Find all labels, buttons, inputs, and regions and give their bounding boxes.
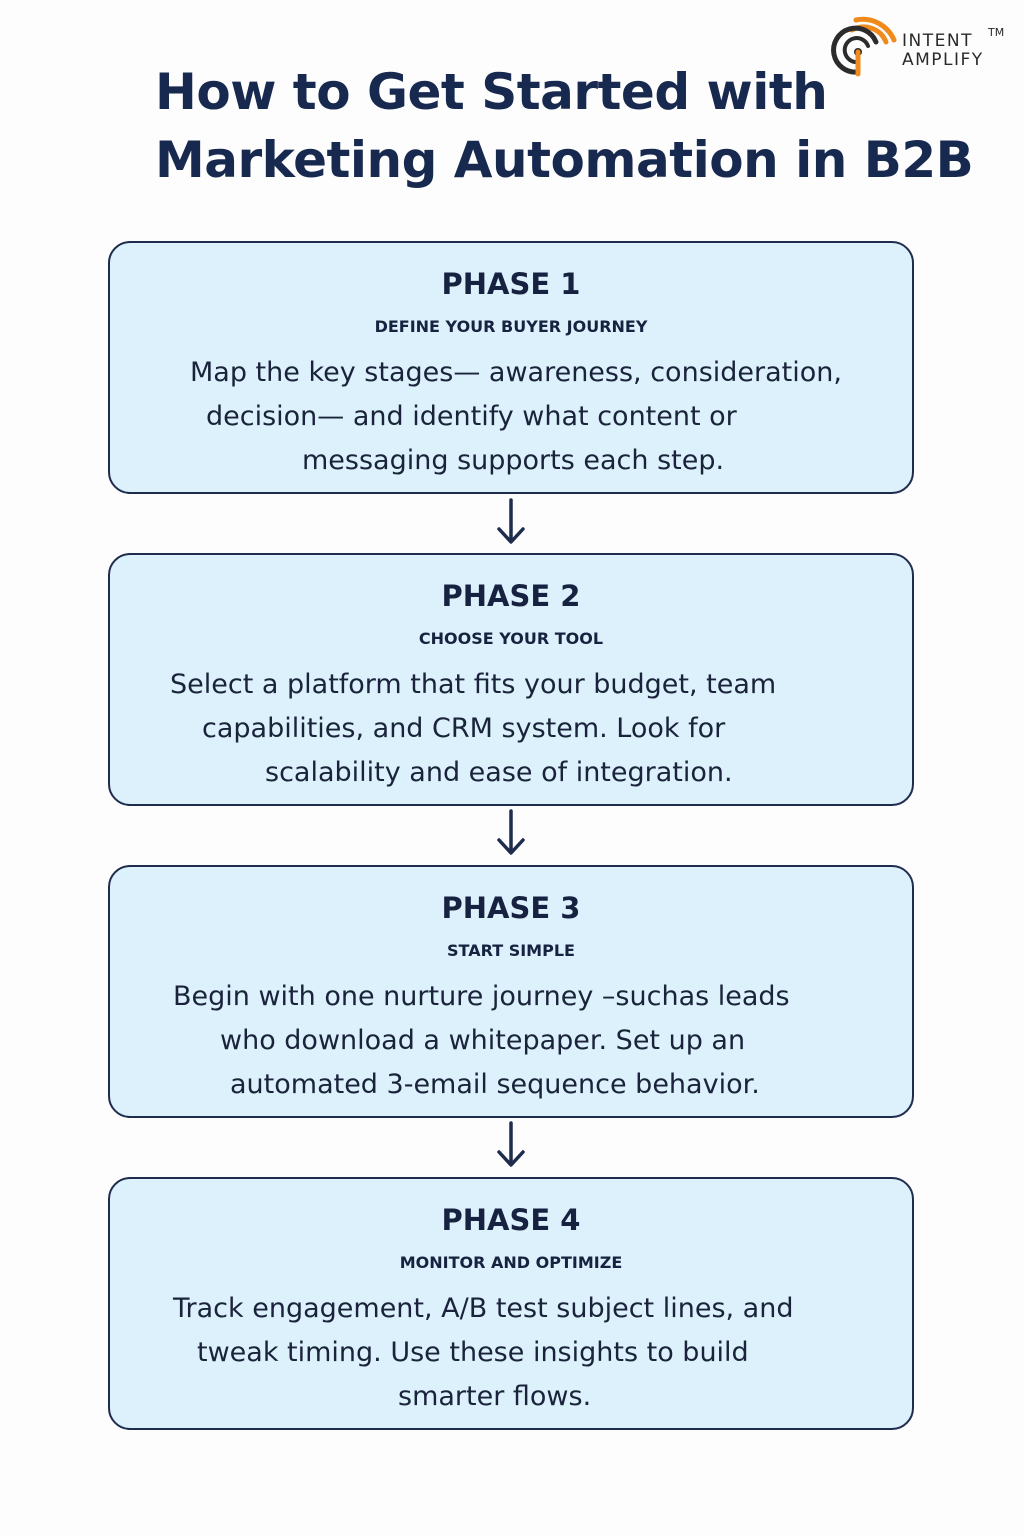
phase-description-line: Select a platform that fits your budget,… xyxy=(170,669,777,700)
phase-description: Begin with one nurture journey –suchas l… xyxy=(130,975,896,1107)
logo-line-1: INTENT xyxy=(902,31,973,51)
down-arrow-icon xyxy=(497,498,525,544)
phase-description: Select a platform that fits your budget,… xyxy=(130,663,896,795)
phase-card-1: PHASE 1 DEFINE YOUR BUYER JOURNEY Map th… xyxy=(108,241,914,494)
phase-description-line: Track engagement, A/B test subject lines… xyxy=(173,1293,794,1324)
logo-line-2: AMPLIFY xyxy=(902,50,984,70)
phase-description: Track engagement, A/B test subject lines… xyxy=(130,1287,896,1419)
phase-heading: MONITOR AND OPTIMIZE xyxy=(399,1253,623,1272)
logo-trademark: TM xyxy=(988,26,1005,39)
phase-heading: DEFINE YOUR BUYER JOURNEY xyxy=(374,317,648,336)
phase-description-line: scalability and ease of integration. xyxy=(265,757,733,788)
phase-description-line: decision— and identify what content or xyxy=(206,401,737,432)
phase-label: PHASE 2 xyxy=(441,579,581,613)
page-title-line-2: Marketing Automation in B2B xyxy=(155,131,974,189)
down-arrow-icon xyxy=(497,809,525,855)
phase-description-line: Begin with one nurture journey –suchas l… xyxy=(173,981,790,1012)
phase-card-3: PHASE 3 START SIMPLE Begin with one nurt… xyxy=(108,865,914,1118)
phase-description-line: tweak timing. Use these insights to buil… xyxy=(197,1337,749,1368)
phase-heading: START SIMPLE xyxy=(447,941,575,960)
phase-card-2: PHASE 2 CHOOSE YOUR TOOL Select a platfo… xyxy=(108,553,914,806)
page-title: How to Get Started with Marketing Automa… xyxy=(155,58,995,194)
signal-target-icon xyxy=(831,16,897,77)
phase-card-4: PHASE 4 MONITOR AND OPTIMIZE Track engag… xyxy=(108,1177,914,1430)
phase-heading: CHOOSE YOUR TOOL xyxy=(418,629,604,648)
phase-label: PHASE 4 xyxy=(441,1203,581,1237)
phase-label: PHASE 3 xyxy=(441,891,581,925)
phase-description: Map the key stages— awareness, considera… xyxy=(130,351,896,483)
logo-wordmark: INTENT AMPLIFY xyxy=(902,32,984,70)
phase-description-line: capabilities, and CRM system. Look for xyxy=(202,713,726,744)
phase-label: PHASE 1 xyxy=(441,267,581,301)
phase-description-line: Map the key stages— awareness, considera… xyxy=(190,357,842,388)
phase-description-line: smarter flows. xyxy=(398,1381,592,1412)
intent-amplify-logo: INTENT AMPLIFY TM xyxy=(828,12,1008,82)
phase-description-line: automated 3-email sequence behavior. xyxy=(230,1069,760,1100)
phase-description-line: who download a whitepaper. Set up an xyxy=(220,1025,746,1056)
page-title-line-1: How to Get Started with xyxy=(155,63,828,121)
down-arrow-icon xyxy=(497,1121,525,1167)
phase-description-line: messaging supports each step. xyxy=(302,445,725,476)
